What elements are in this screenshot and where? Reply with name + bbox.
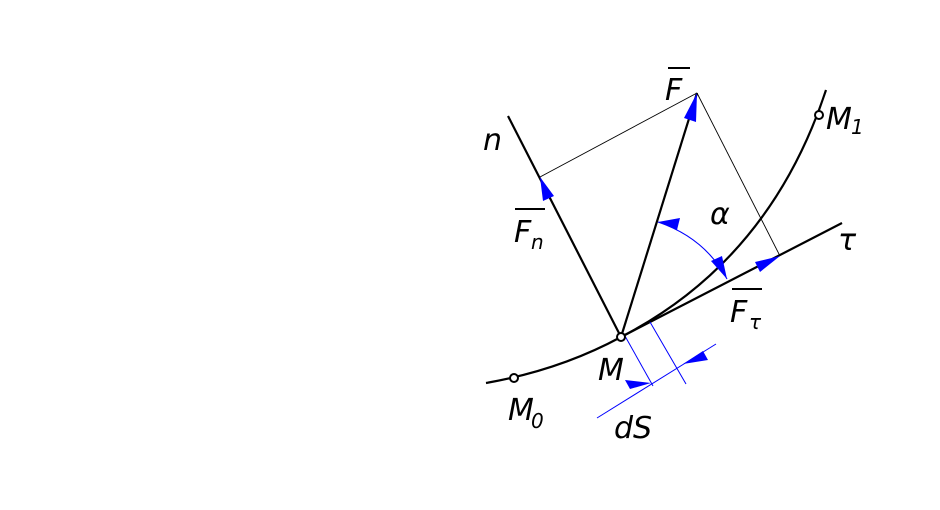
- projection-line-normal: [539, 92, 698, 178]
- normal-component-arrowhead: [540, 177, 554, 201]
- arc-element-label: dS: [614, 411, 652, 446]
- point-m-label: M: [598, 353, 624, 388]
- point-m: [616, 332, 626, 342]
- projection-line-tangent: [696, 92, 781, 257]
- ds-arrowhead-right: [683, 351, 708, 364]
- ds-arrowhead-left: [625, 380, 651, 389]
- normal-component-subscript: n: [531, 230, 544, 254]
- angle-arrowhead-top: [658, 218, 680, 230]
- tangent-axis-label: τ: [838, 223, 857, 258]
- angle-arrowhead-bottom: [711, 256, 727, 279]
- normal-component-label: F: [514, 215, 532, 250]
- point-m1-label: M: [826, 102, 852, 137]
- point-m0-label: M: [508, 393, 534, 428]
- point-m0-subscript: 0: [531, 409, 544, 433]
- normal-axis: [507, 115, 622, 338]
- tangent-component-arrowhead: [755, 256, 780, 272]
- point-m1: [814, 110, 824, 120]
- force-vector: [619, 92, 699, 338]
- ds-extension-line-1: [624, 335, 654, 387]
- trajectory-curve: [485, 89, 828, 385]
- force-label: F: [665, 73, 683, 108]
- tangent-component-label: F: [730, 295, 748, 330]
- tangent-component-subscript: τ: [749, 310, 762, 334]
- point-m0: [509, 373, 519, 383]
- point-m1-subscript: 1: [851, 115, 864, 139]
- ds-extension-line-2: [649, 321, 687, 385]
- force-arrowhead: [684, 93, 697, 122]
- normal-axis-label: n: [483, 123, 502, 158]
- tangent-axis: [620, 222, 843, 338]
- angle-label: α: [710, 197, 730, 232]
